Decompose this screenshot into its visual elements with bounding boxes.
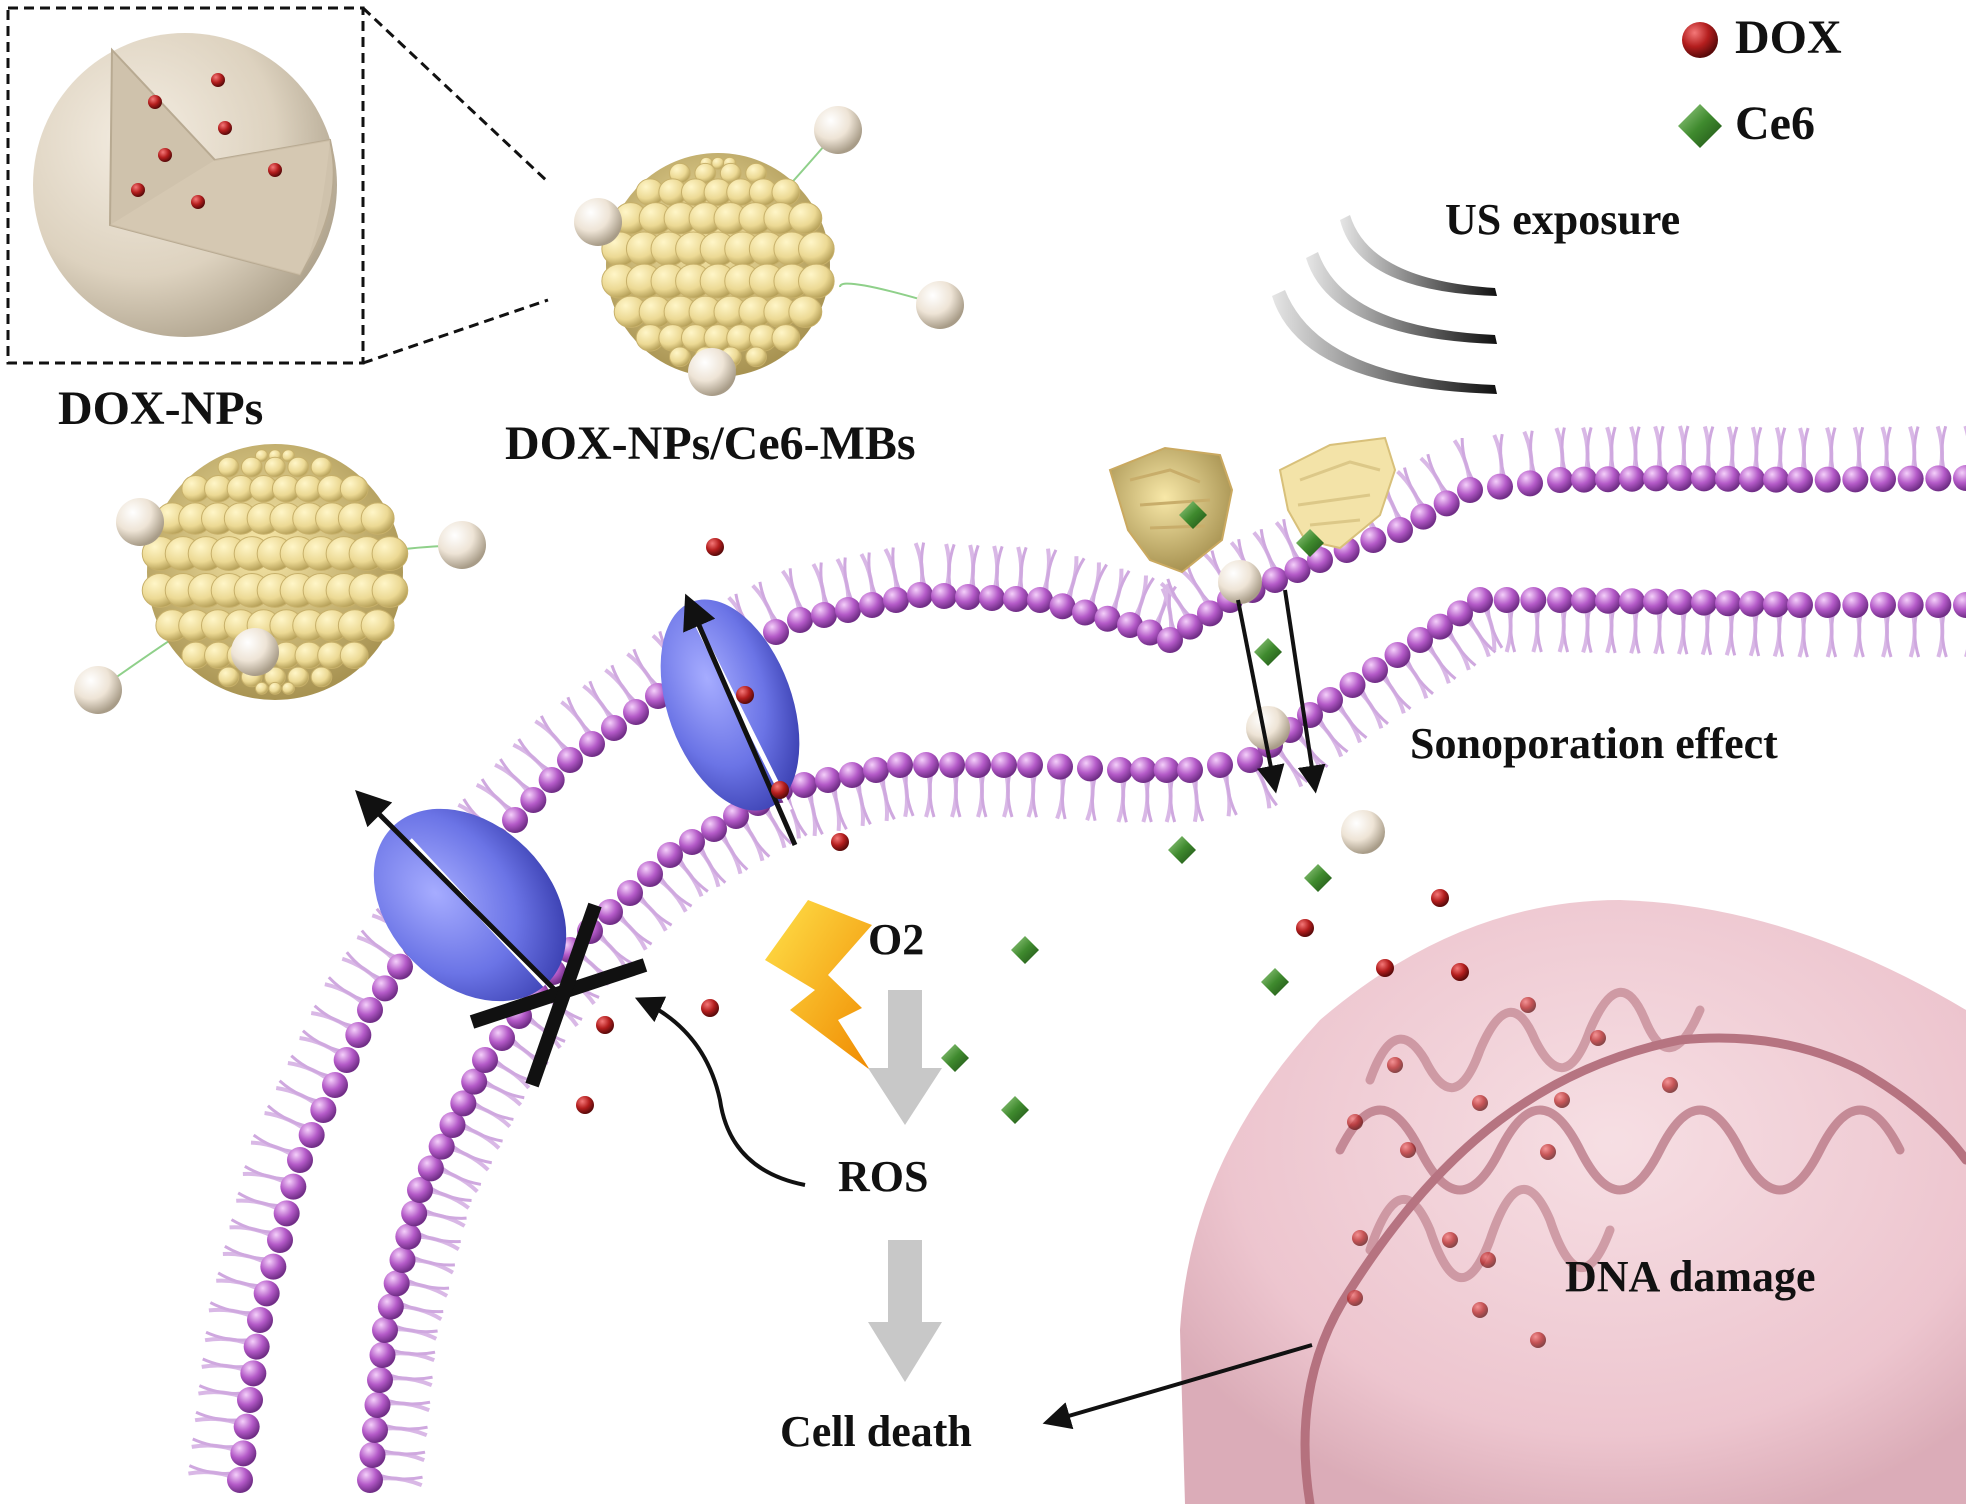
ros-inhibit-arrow bbox=[634, 996, 806, 1187]
ros-label: ROS bbox=[838, 1152, 929, 1201]
released-nanoparticle bbox=[1218, 560, 1262, 604]
attached-nanoparticle bbox=[116, 498, 164, 546]
burst-fragment-right bbox=[1278, 436, 1397, 550]
ce6-molecules bbox=[941, 501, 1332, 1124]
cell-death-label: Cell death bbox=[780, 1407, 972, 1456]
attached-nanoparticle bbox=[814, 106, 862, 154]
dox-nps-label: DOX-NPs bbox=[58, 382, 264, 435]
attached-nanoparticle bbox=[74, 666, 122, 714]
legend-dox-label: DOX bbox=[1735, 11, 1842, 64]
sonoporation-arrow bbox=[1283, 589, 1326, 794]
lipid-shell-beads bbox=[601, 156, 835, 374]
efflux-arrow-lower bbox=[355, 790, 557, 992]
microbubble-left bbox=[74, 444, 486, 714]
attached-nanoparticle bbox=[688, 348, 736, 396]
microbubble-top bbox=[574, 106, 964, 396]
dna-damage-label: DNA damage bbox=[1565, 1252, 1816, 1301]
lightning-icon bbox=[765, 900, 872, 1070]
released-nanoparticle bbox=[1341, 810, 1385, 854]
burst-fragment-left bbox=[1108, 446, 1234, 574]
dna-helix bbox=[1300, 987, 1966, 1504]
process-arrow-ros-to-death bbox=[868, 1240, 942, 1382]
sonoporation-label: Sonoporation effect bbox=[1410, 719, 1778, 768]
dna-to-death-arrow bbox=[1042, 1343, 1313, 1430]
legend-ce6-symbol bbox=[1678, 104, 1722, 148]
ultrasound-wave-icon bbox=[1272, 215, 1497, 394]
o2-label: O2 bbox=[868, 915, 925, 964]
sonoporation-arrow bbox=[1236, 599, 1285, 794]
cell-membrane bbox=[188, 425, 1966, 1493]
attached-nanoparticle bbox=[438, 521, 486, 569]
us-exposure-label: US exposure bbox=[1445, 195, 1681, 244]
dox-molecules bbox=[576, 538, 1678, 1348]
cell-nucleus bbox=[1180, 900, 1966, 1504]
dox-nps-zoom-box bbox=[6, 6, 550, 365]
process-arrow-o2-to-ros bbox=[868, 990, 942, 1125]
legend-dox-symbol bbox=[1682, 22, 1718, 58]
attached-nanoparticle bbox=[916, 281, 964, 329]
attached-nanoparticle bbox=[231, 628, 279, 676]
lipid-shell-beads bbox=[141, 449, 409, 695]
dox-nps-ce6-mbs-label: DOX-NPs/Ce6-MBs bbox=[505, 417, 916, 470]
block-x-mark bbox=[469, 902, 648, 1088]
legend-ce6-label: Ce6 bbox=[1735, 97, 1815, 150]
attached-nanoparticle bbox=[574, 198, 622, 246]
dox-cargo-dots bbox=[131, 73, 282, 209]
released-nanoparticle bbox=[1246, 706, 1290, 750]
efflux-arrow-upper bbox=[683, 593, 798, 847]
